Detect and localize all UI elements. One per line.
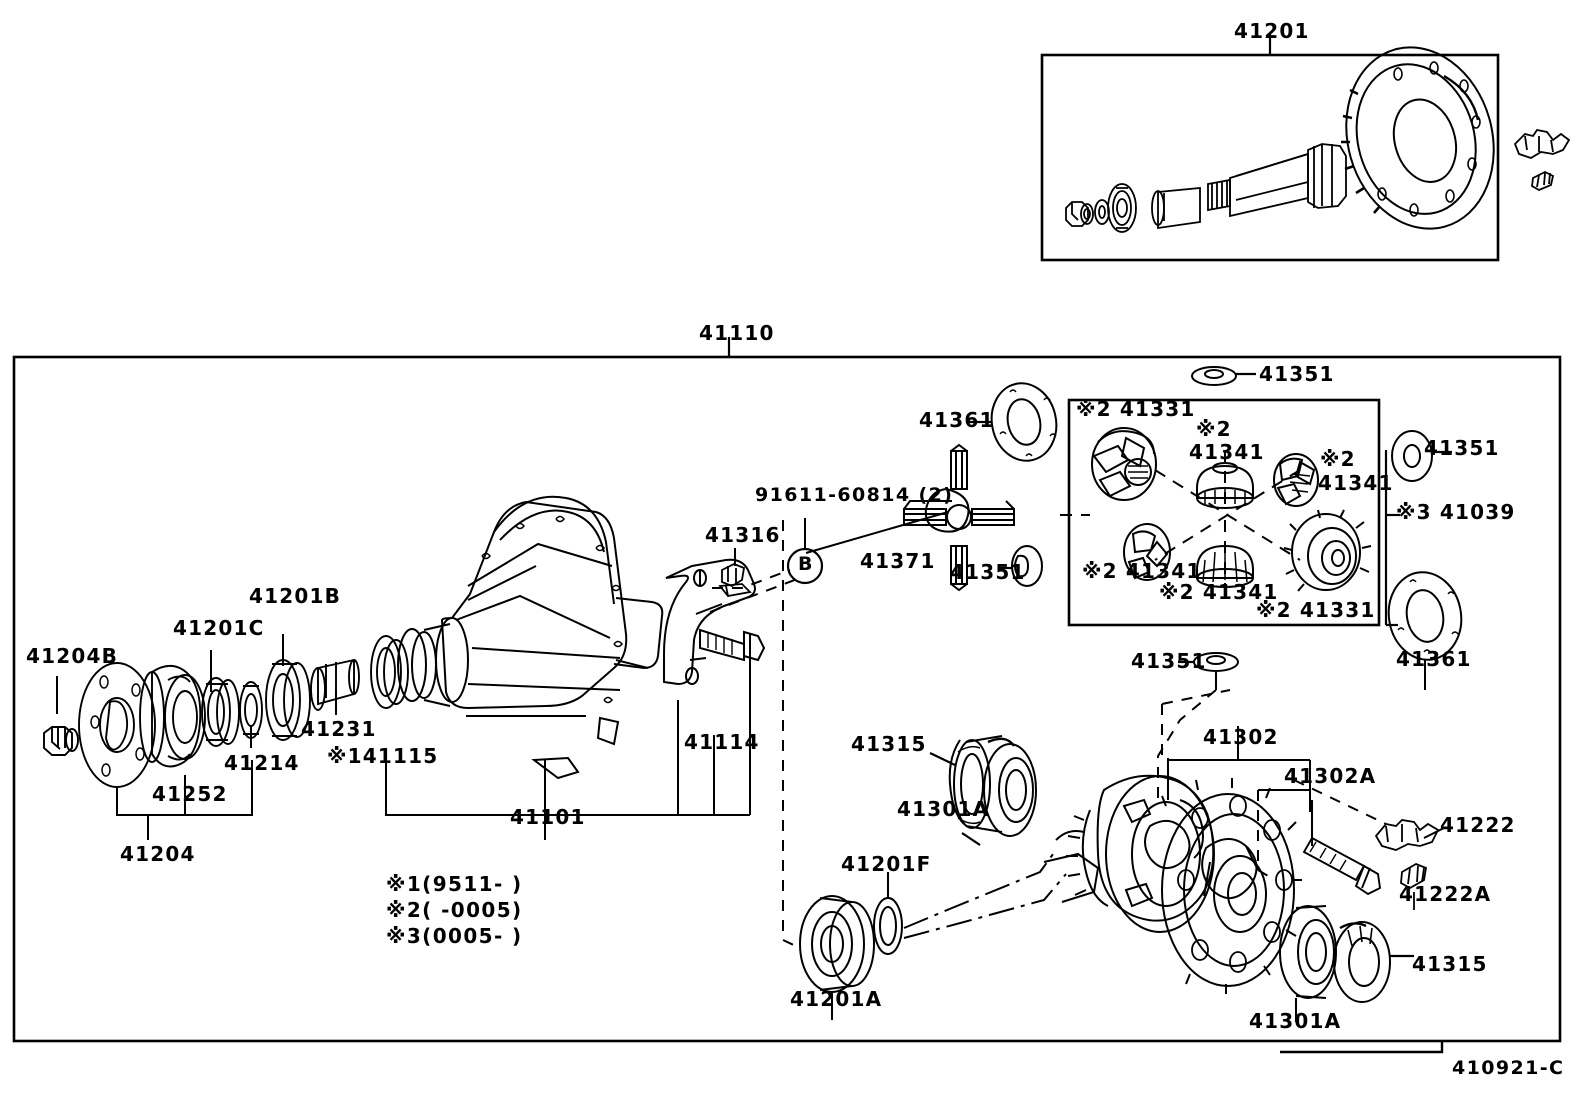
art-differential-case <box>1066 774 1302 994</box>
label-41371: 41371 <box>860 549 936 573</box>
label-41222A: 41222A <box>1399 882 1492 906</box>
label-41341-tm-mark: ※2 <box>1196 417 1232 441</box>
label-41201C: 41201C <box>173 616 265 640</box>
label-41201A: 41201A <box>790 987 883 1011</box>
label-41301A-top: 41301A <box>897 797 990 821</box>
label-41341-tr-mark: ※2 <box>1320 447 1356 471</box>
label-41204: 41204 <box>120 842 196 866</box>
label-41341-tm: 41341 <box>1189 440 1265 464</box>
art-lock-plate-41316 <box>718 563 752 597</box>
label-91611-60814: 91611-60814 (2) <box>755 484 954 506</box>
art-washer-41201F <box>873 872 903 955</box>
art-lock-bolt-41302A <box>1302 836 1382 896</box>
label-41331-br: ※2 41331 <box>1256 598 1376 622</box>
label-41351-top: 41351 <box>1259 362 1335 386</box>
label-41315-top: 41315 <box>851 732 927 756</box>
label-41316: 41316 <box>705 523 781 547</box>
label-41201B: 41201B <box>249 584 342 608</box>
art-pinion-assembly <box>1065 46 1571 233</box>
art-bearing-41301A-41315-lower <box>1279 905 1414 1022</box>
label-41222: 41222 <box>1440 813 1516 837</box>
label-41214: 41214 <box>224 751 300 775</box>
diagram-code: 410921-C <box>1452 1057 1565 1079</box>
label-41252: 41252 <box>152 782 228 806</box>
label-41101: 41101 <box>510 805 586 829</box>
legend-line-3: ※3(0005- ) <box>386 924 523 948</box>
label-41351-right: 41351 <box>1424 436 1500 460</box>
label-callout-B: B <box>798 553 814 575</box>
label-41204B: 41204B <box>26 644 119 668</box>
art-shim-41361-right <box>1387 571 1463 690</box>
label-41231: 41231 <box>301 717 377 741</box>
art-washer-41351-top <box>1191 366 1256 386</box>
label-41361-left: 41361 <box>919 408 995 432</box>
label-41315-bot: 41315 <box>1412 952 1488 976</box>
label-41361-right: 41361 <box>1396 647 1472 671</box>
label-41341-tr: 41341 <box>1318 471 1394 495</box>
label-41331-tl: ※2 41331 <box>1076 397 1196 421</box>
label-41302: 41302 <box>1203 725 1279 749</box>
art-axle-shaft <box>903 830 1100 939</box>
label-41341-bm: ※2 41341 <box>1159 580 1279 604</box>
label-41351-cross: 41351 <box>950 560 1026 584</box>
art-bearing-41315-41301A-upper <box>929 735 1037 846</box>
label-41201F: 41201F <box>841 852 932 876</box>
art-lock-plate-41222 <box>1374 819 1440 851</box>
label-41302A: 41302A <box>1284 764 1377 788</box>
label-41201: 41201 <box>1234 19 1310 43</box>
label-41301A-bot: 41301A <box>1249 1009 1342 1033</box>
art-bearing-cap <box>663 558 766 686</box>
art-carrier-housing <box>397 495 664 780</box>
label-41351-mid: 41351 <box>1131 649 1207 673</box>
legend-line-1: ※1(9511- ) <box>386 872 523 896</box>
label-141115: ※141115 <box>327 744 439 768</box>
label-41039: ※3 41039 <box>1396 500 1516 524</box>
leader-lines-right <box>1311 800 1445 846</box>
legend-line-2: ※2( -0005) <box>386 898 523 922</box>
label-41110: 41110 <box>699 321 775 345</box>
label-41341-bl: ※2 41341 <box>1082 559 1202 583</box>
label-41114: 41114 <box>684 730 760 754</box>
